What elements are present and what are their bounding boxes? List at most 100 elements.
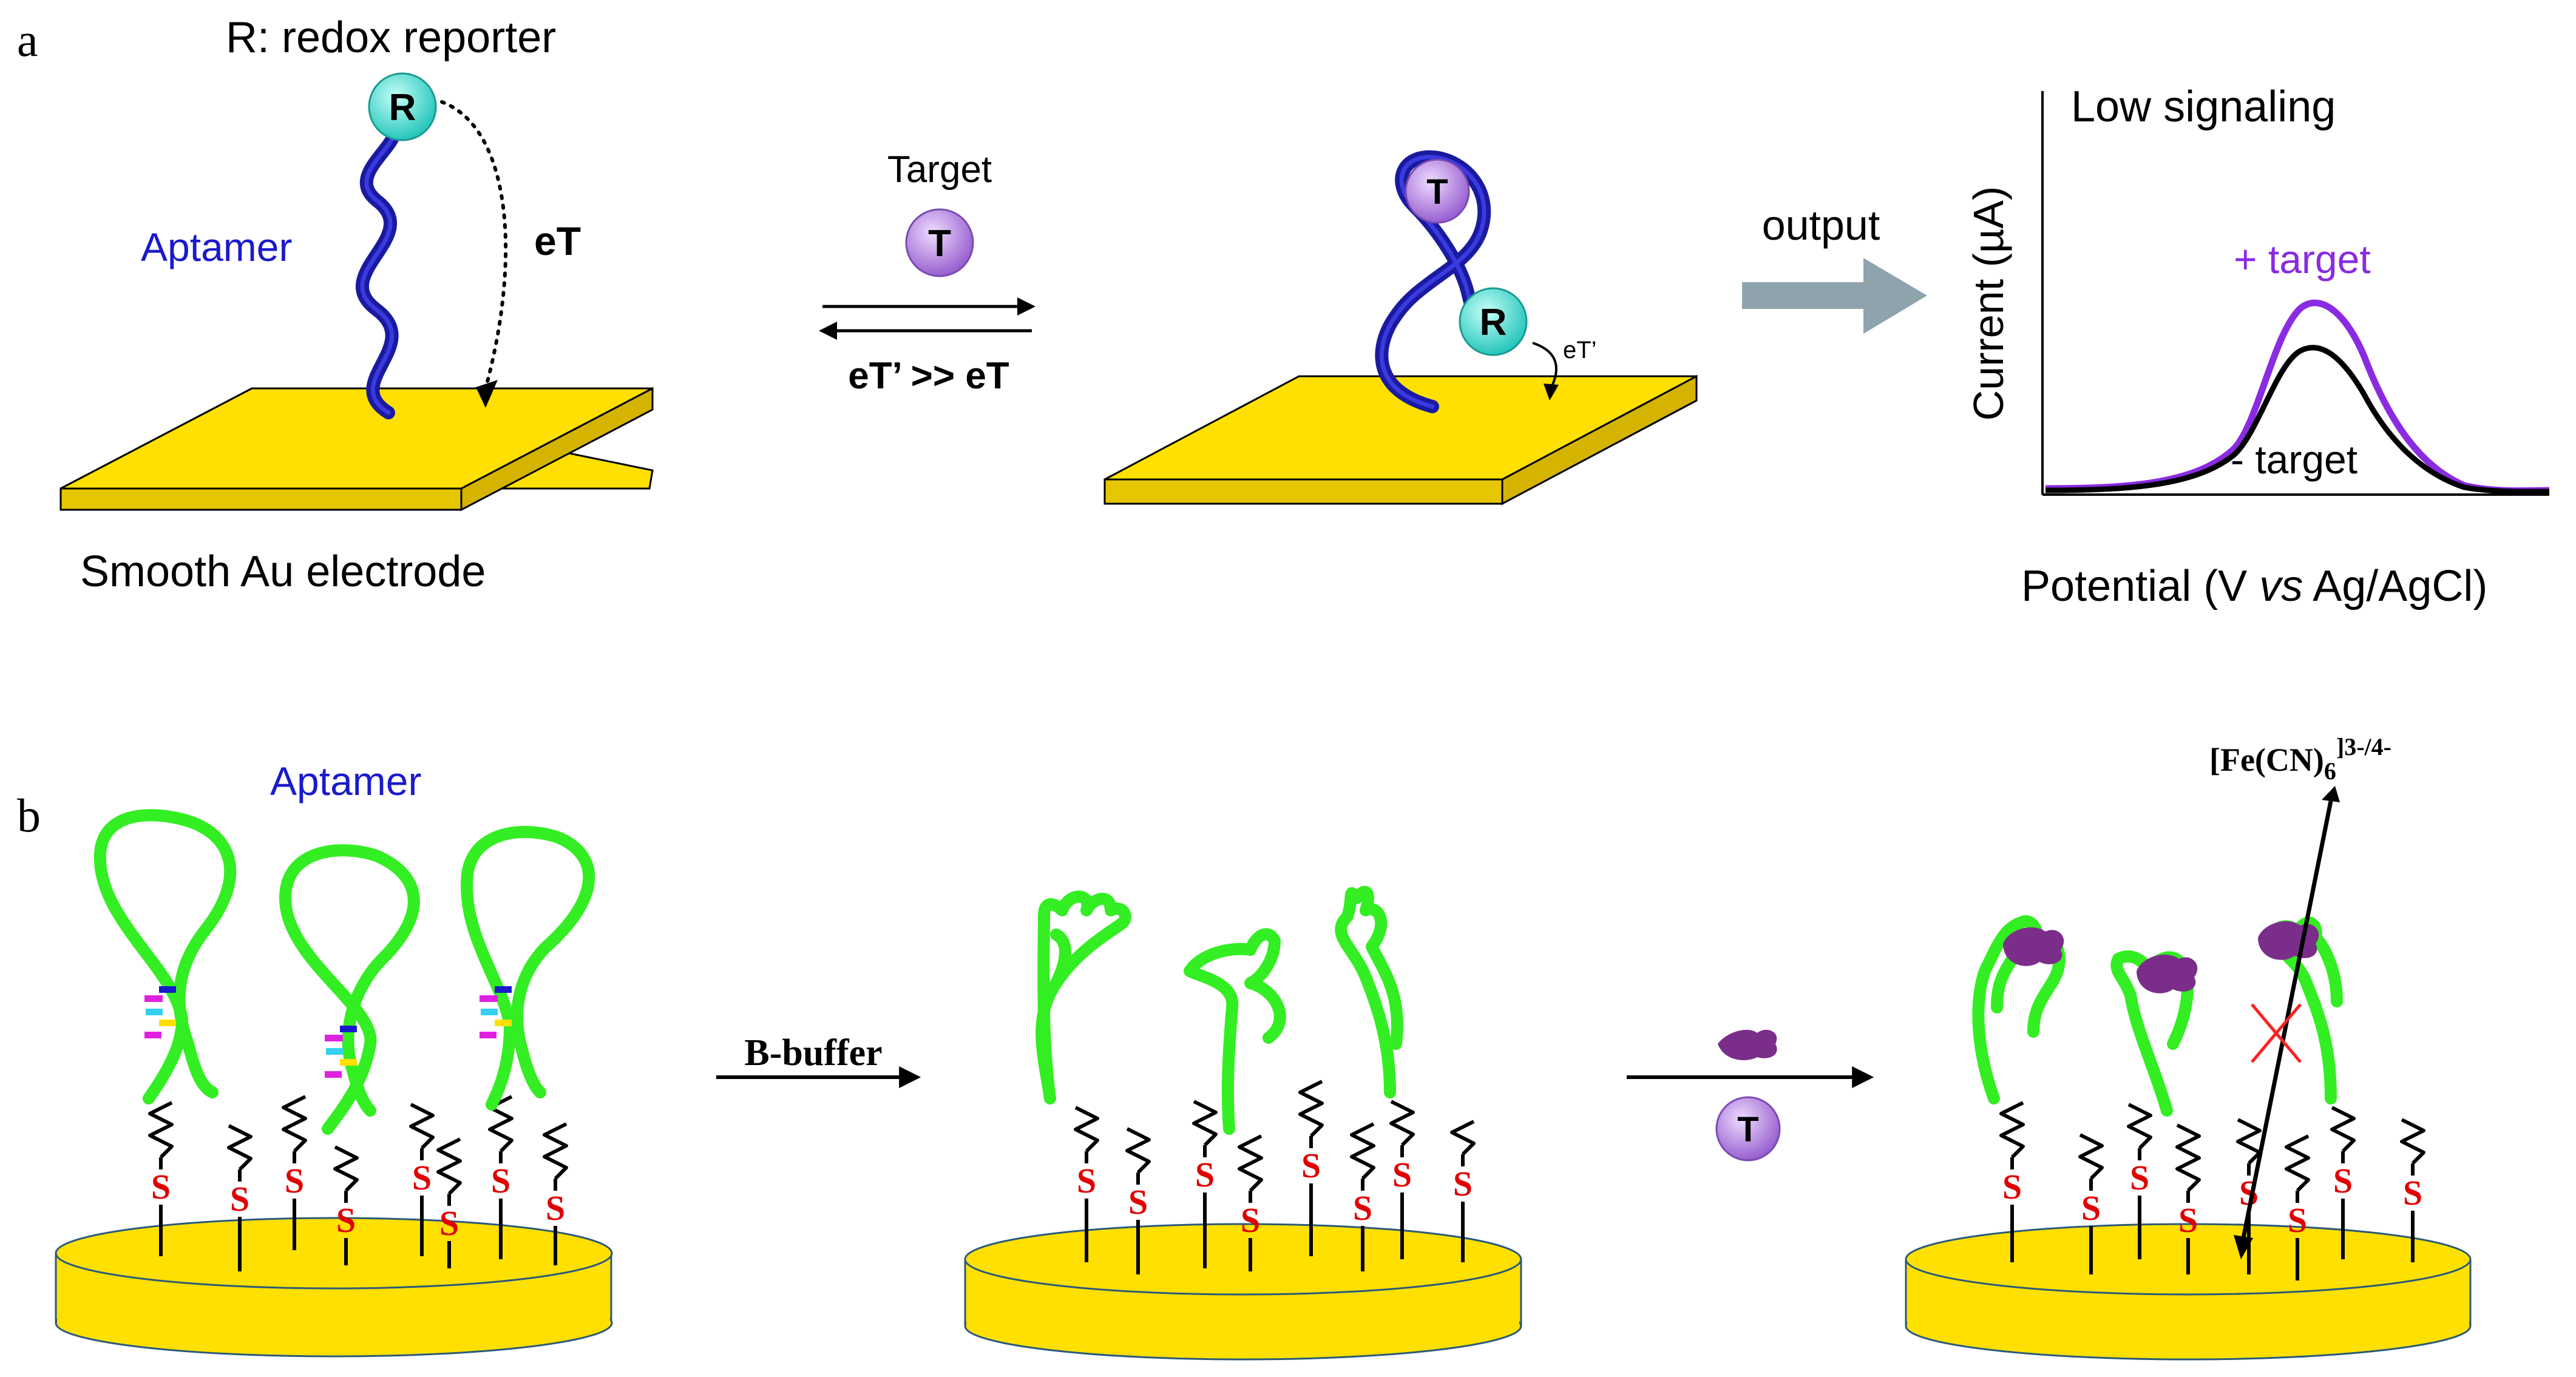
thiol-label: S [230,1179,249,1219]
alkyl-chain [2285,1134,2310,1193]
gold-disc-middle [964,1223,1522,1361]
aptamer-loops-left [93,809,595,1135]
aptamer-bound-right [1972,915,2343,1117]
alkyl-chain [1298,1080,1324,1138]
alkyl-chain [409,1103,435,1150]
base-pairs-left [144,986,512,1078]
minus-target-label: - target [2231,437,2357,482]
thiol-label: S [285,1161,304,1200]
target-molecule-a: T [905,208,974,277]
aptamer-folded-middle [1375,150,1494,413]
alkyl-chain [1389,1100,1415,1147]
alkyl-chain [2330,1106,2356,1153]
plus-target-label: + target [2234,237,2371,282]
alkyl-chain [227,1124,253,1171]
alkyl-chain [148,1101,174,1159]
minus-target-curve [2045,345,2550,495]
thiol-label: S [2130,1158,2149,1197]
target-symbol-b: T [1737,1110,1758,1149]
thiol-label: S [2288,1200,2307,1240]
ferricyanide-arrowhead-top [2322,786,2340,802]
reporter-symbol-middle: R [1480,302,1507,343]
alkyl-chain [436,1137,462,1196]
alkyl-chain [1192,1100,1218,1147]
ferricyanide-label: [Fe(CN)6]3-/4- [2209,733,2391,785]
alkyl-chain [2078,1133,2104,1180]
panel-a: a R R: redox reporter eT Aptamer Smooth … [17,13,2550,611]
target-molecule-b: T [1715,1096,1781,1162]
thiol-label: S [1077,1161,1096,1200]
graph-x-label: Potential (V vs Ag/AgCl) [2021,562,2487,611]
gold-disc-left [55,1217,613,1358]
au-electrode-middle [1103,374,1698,506]
thiol-label: S [2333,1161,2353,1200]
aptamer-unfolded-middle [1035,885,1403,1135]
thiol-label: S [1301,1146,1321,1185]
thiol-label: S [336,1200,356,1240]
alkyl-chain [543,1122,568,1180]
thiol-label: S [546,1188,565,1228]
aptamer-label-a: Aptamer [141,225,292,269]
target-molecule-b-top [1718,1029,1777,1060]
alkyl-chain [282,1095,307,1153]
thiol-label: S [1128,1182,1148,1222]
thiol-label: S [2403,1173,2422,1213]
blocked-cross [2251,1003,2302,1063]
alkyl-chain [1450,1120,1476,1156]
output-label: output [1762,201,1880,249]
target-symbol-a: T [928,223,951,265]
redox-reporter-left: R [368,72,437,141]
thiol-label: S [1392,1155,1412,1194]
thiol-label: S [151,1167,171,1206]
thiol-label: S [439,1203,459,1243]
alkyl-chain [1074,1106,1099,1153]
thiol-label: S [1241,1200,1260,1240]
alkyl-chain [333,1145,359,1193]
eT-prime-arrow [1532,342,1557,389]
thiol-label: S [1453,1164,1473,1203]
thiol-label: S [491,1161,510,1200]
aptamer-helix-left [355,109,402,419]
bound-target-1 [2003,927,2064,966]
b-buffer-label: B-buffer [744,1032,882,1074]
thiol-label: S [412,1158,432,1197]
alkyl-chain [1238,1134,1263,1193]
eT-prime-arrowhead [1544,384,1559,401]
redox-reporter-label: R: redox reporter [226,13,556,62]
thiol-label: S [2081,1188,2101,1228]
smooth-au-electrode-left [59,387,654,512]
thiol-label: S [1353,1188,1372,1228]
graph-title: Low signaling [2071,83,2336,131]
signal-graph: Low signaling Current (µA) Potential (V … [1965,83,2550,611]
reporter-symbol-left: R [389,87,416,129]
bound-target-3 [2258,921,2319,960]
redox-reporter-middle: R [1459,287,1528,356]
eT-dotted-arrow [440,100,508,390]
alkyl-chain [2236,1118,2262,1165]
gold-disc-right [1905,1223,2472,1361]
alkyl-chain [1125,1127,1151,1174]
thiol-label: S [2002,1167,2022,1206]
aptamer-label-b: Aptamer [270,759,421,804]
equilibrium-label: eT’ >> eT [848,355,1009,397]
alkyl-chain [1350,1122,1375,1180]
alkyl-chain [2175,1123,2201,1193]
alkyl-chain [1999,1101,2025,1159]
target-bound-middle: T [1405,158,1470,224]
bound-target-2 [2137,954,2198,993]
output-arrow [1742,258,1927,334]
panel-a-letter: a [17,13,38,66]
target-label: Target [887,149,992,191]
eT-prime-label: eT’ [1563,337,1597,364]
alkyl-chain [2127,1103,2152,1150]
smooth-au-electrode-label: Smooth Au electrode [80,547,486,596]
ferricyanide-arrowhead-bottom [2234,1235,2253,1259]
alkyl-chain [2400,1118,2425,1165]
thiol-label: S [2178,1200,2198,1240]
eT-arrowhead [476,380,498,408]
target-symbol-bound: T [1426,172,1448,212]
panel-b-letter: b [17,789,41,842]
eT-label: eT [534,218,581,263]
